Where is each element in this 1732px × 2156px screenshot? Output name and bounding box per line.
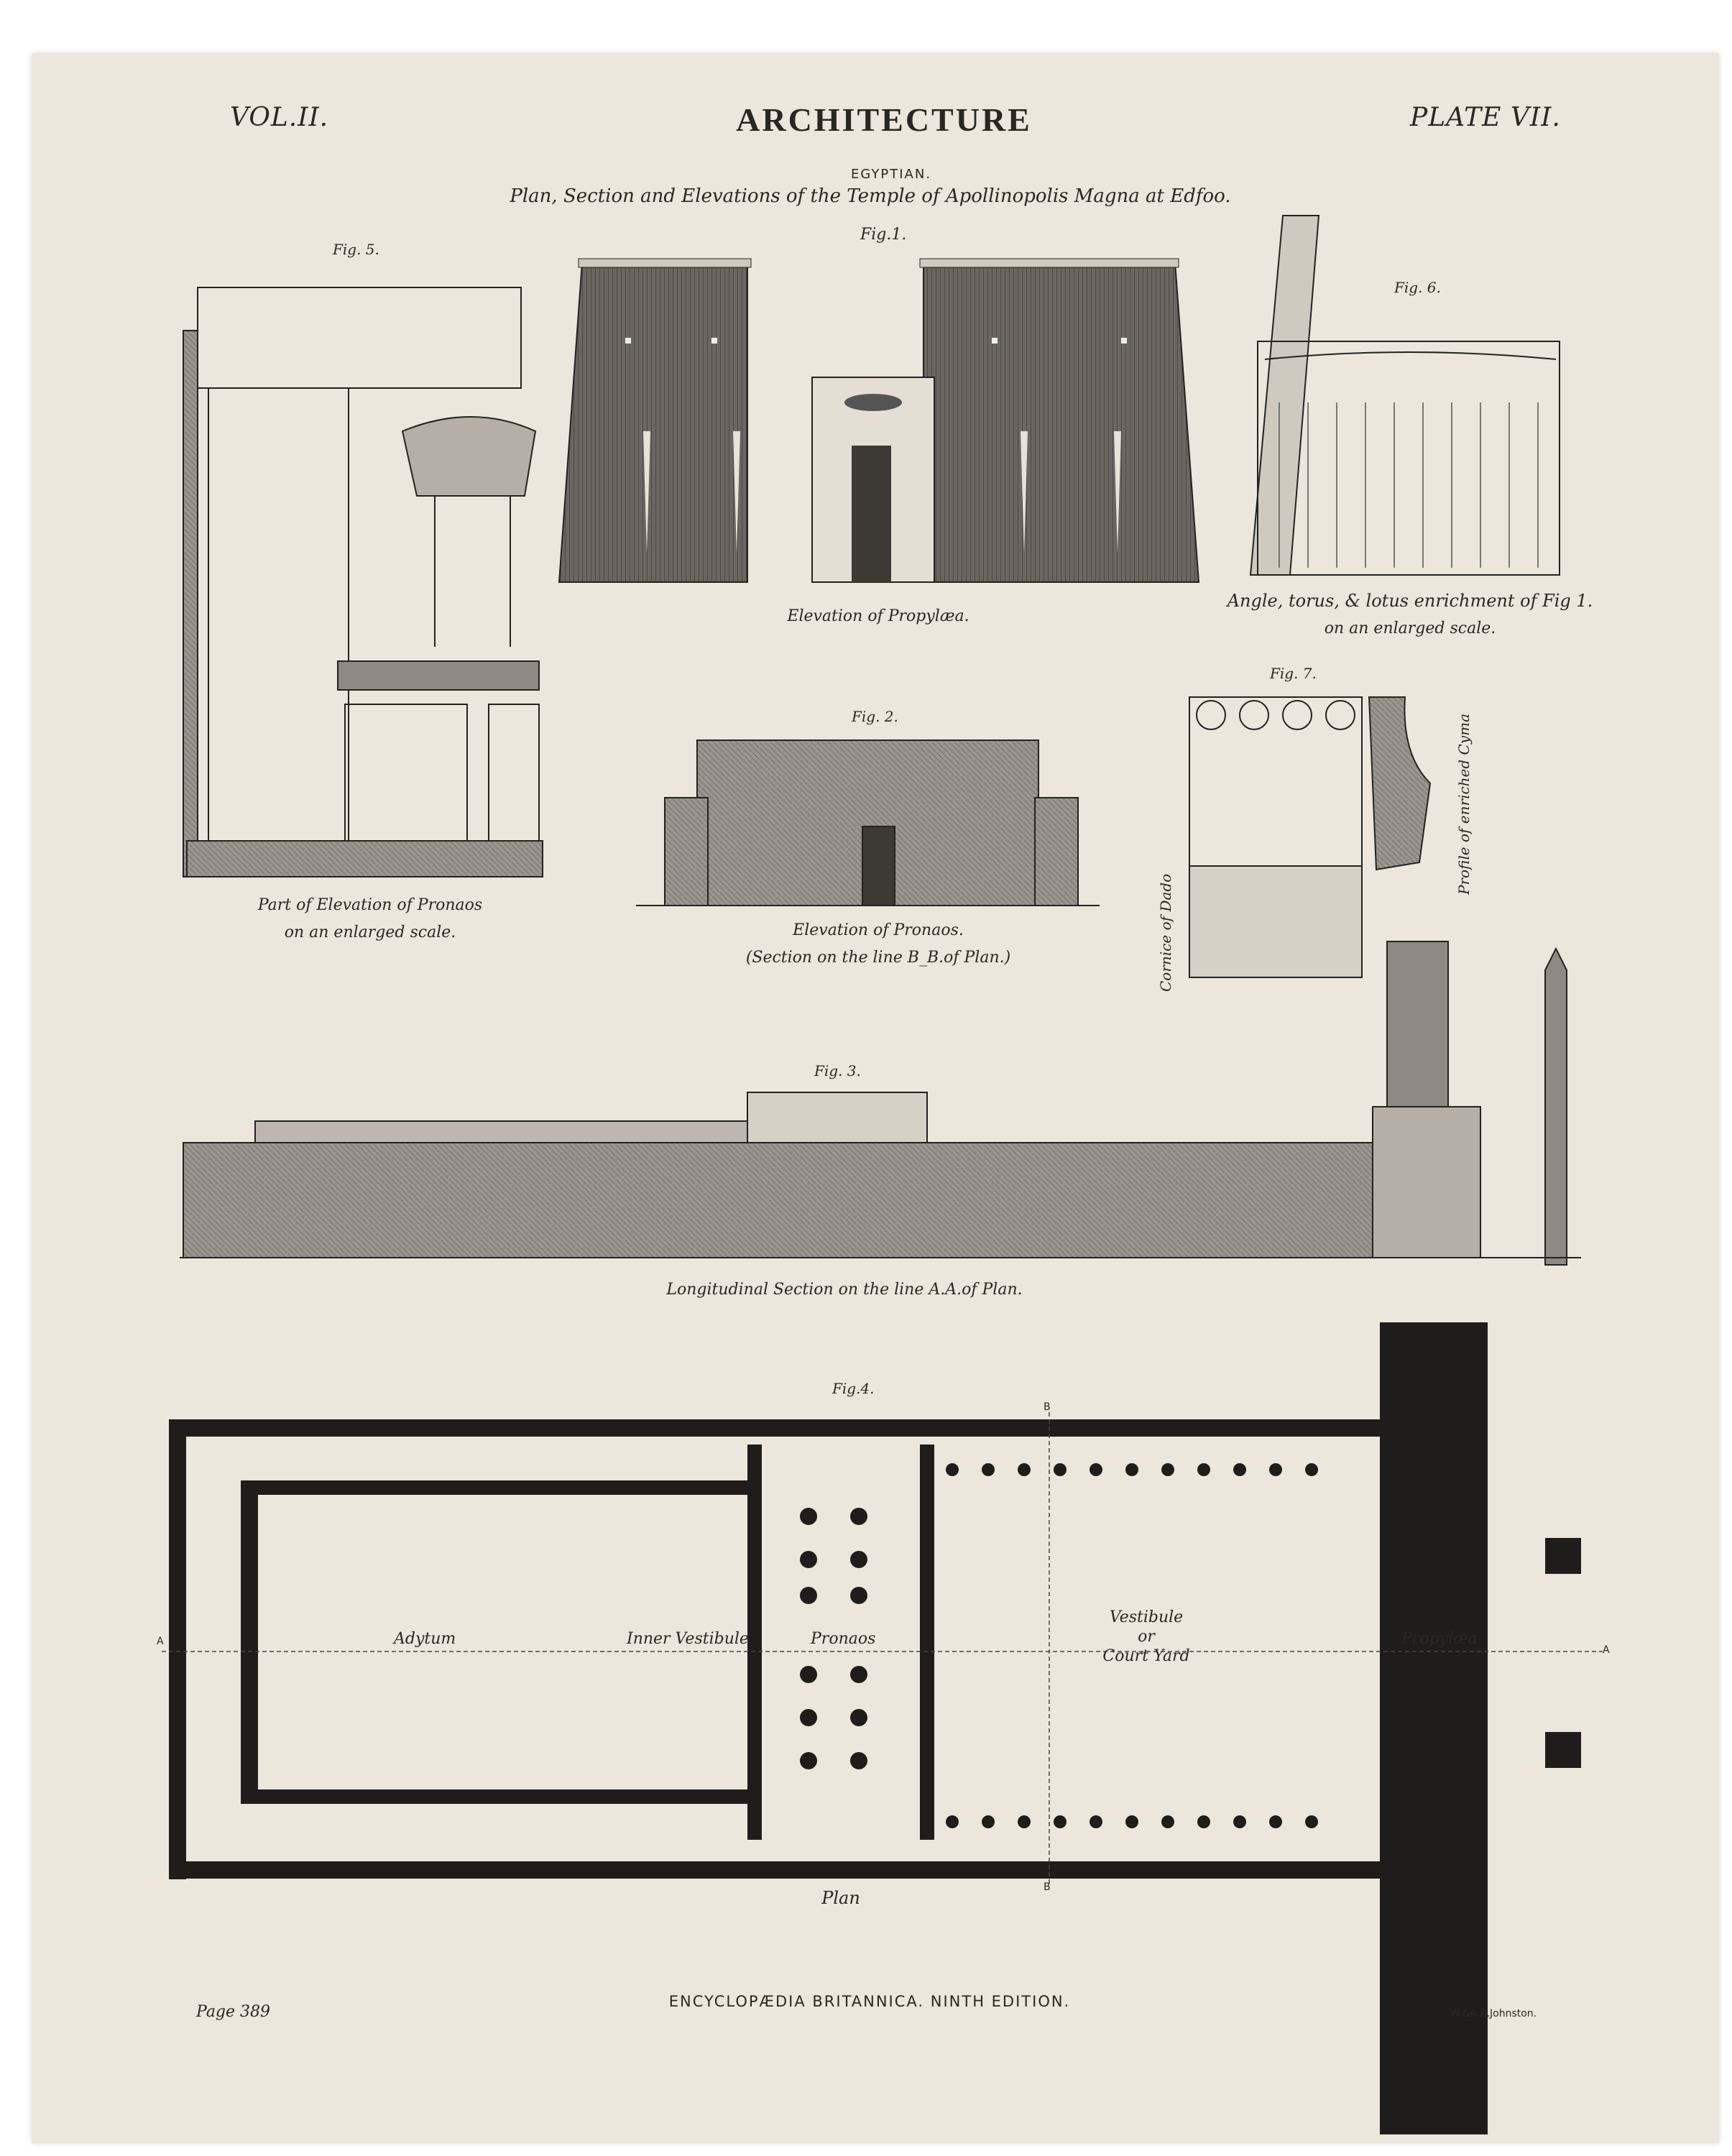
fig4-plan-drawing (169, 1322, 1581, 2134)
fig5-label: Fig. 5. (333, 241, 379, 258)
plan-label-court-yard: Court Yard (1102, 1647, 1190, 1665)
fig2-pronaos-drawing (636, 740, 1100, 906)
footer-page-number: Page 389 (196, 2003, 271, 2021)
section-label: EGYPTIAN. (850, 167, 932, 182)
plan-marker-a-left: A (157, 1636, 164, 1647)
fig4-label: Fig.4. (832, 1380, 875, 1397)
plan-label-adytum: Adytum (394, 1630, 456, 1648)
fig2-caption-section: (Section on the line B_B.of Plan.) (745, 949, 1011, 967)
fig1-caption: Elevation of Propylæa. (787, 607, 969, 625)
plan-label-or: or (1138, 1628, 1155, 1646)
fig2-caption: Elevation of Pronaos. (793, 921, 964, 939)
fig5-pronaos-detail-drawing (183, 287, 543, 877)
volume-label: VOL.II. (230, 103, 329, 132)
fig6-caption: Angle, torus, & lotus enrichment of Fig … (1227, 591, 1593, 611)
fig6-lotus-enrichment-drawing (1249, 215, 1560, 576)
plan-label-pronaos: Pronaos (811, 1630, 876, 1648)
fig6-label: Fig. 6. (1394, 279, 1441, 296)
footer-engraver: W.&A.K.Johnston. (1450, 2008, 1537, 2019)
plate-subtitle: Plan, Section and Elevations of the Temp… (510, 185, 1231, 207)
fig7-side-label-right: Profile of enriched Cyma (1455, 713, 1473, 895)
plate-title: ARCHITECTURE (736, 101, 1032, 138)
fig5-caption-scale: on an enlarged scale. (284, 923, 456, 941)
fig4-caption: Plan (821, 1888, 860, 1908)
plan-marker-b-top: B (1044, 1401, 1051, 1413)
fig6-caption-scale: on an enlarged scale. (1324, 619, 1496, 637)
plan-marker-a-right: A (1603, 1644, 1610, 1656)
plan-columns (800, 1463, 1318, 1828)
fig7-cornice-drawing (1189, 696, 1432, 978)
fig1-propylaea-drawing (558, 258, 1200, 583)
plan-marker-b-bottom: B (1044, 1881, 1051, 1893)
fig2-label: Fig. 2. (852, 708, 898, 725)
fig3-caption: Longitudinal Section on the line A.A.of … (666, 1281, 1023, 1299)
fig7-label: Fig. 7. (1270, 665, 1317, 682)
plan-label-inner-vestibule: Inner Vestibule (627, 1630, 749, 1648)
fig5-caption: Part of Elevation of Pronaos (257, 896, 483, 914)
fig7-side-label-left: Cornice of Dado (1157, 873, 1174, 992)
fig3-section-drawing (180, 941, 1581, 1266)
footer-publication: ENCYCLOPÆDIA BRITANNICA. NINTH EDITION. (668, 1993, 1071, 2010)
plan-label-propylaea: Propylæa (1401, 1630, 1478, 1648)
fig1-label: Fig.1. (860, 226, 907, 244)
plan-label-vestibule: Vestibule (1109, 1608, 1184, 1626)
fig3-label: Fig. 3. (814, 1062, 861, 1079)
plate-number: PLATE VII. (1410, 103, 1561, 132)
